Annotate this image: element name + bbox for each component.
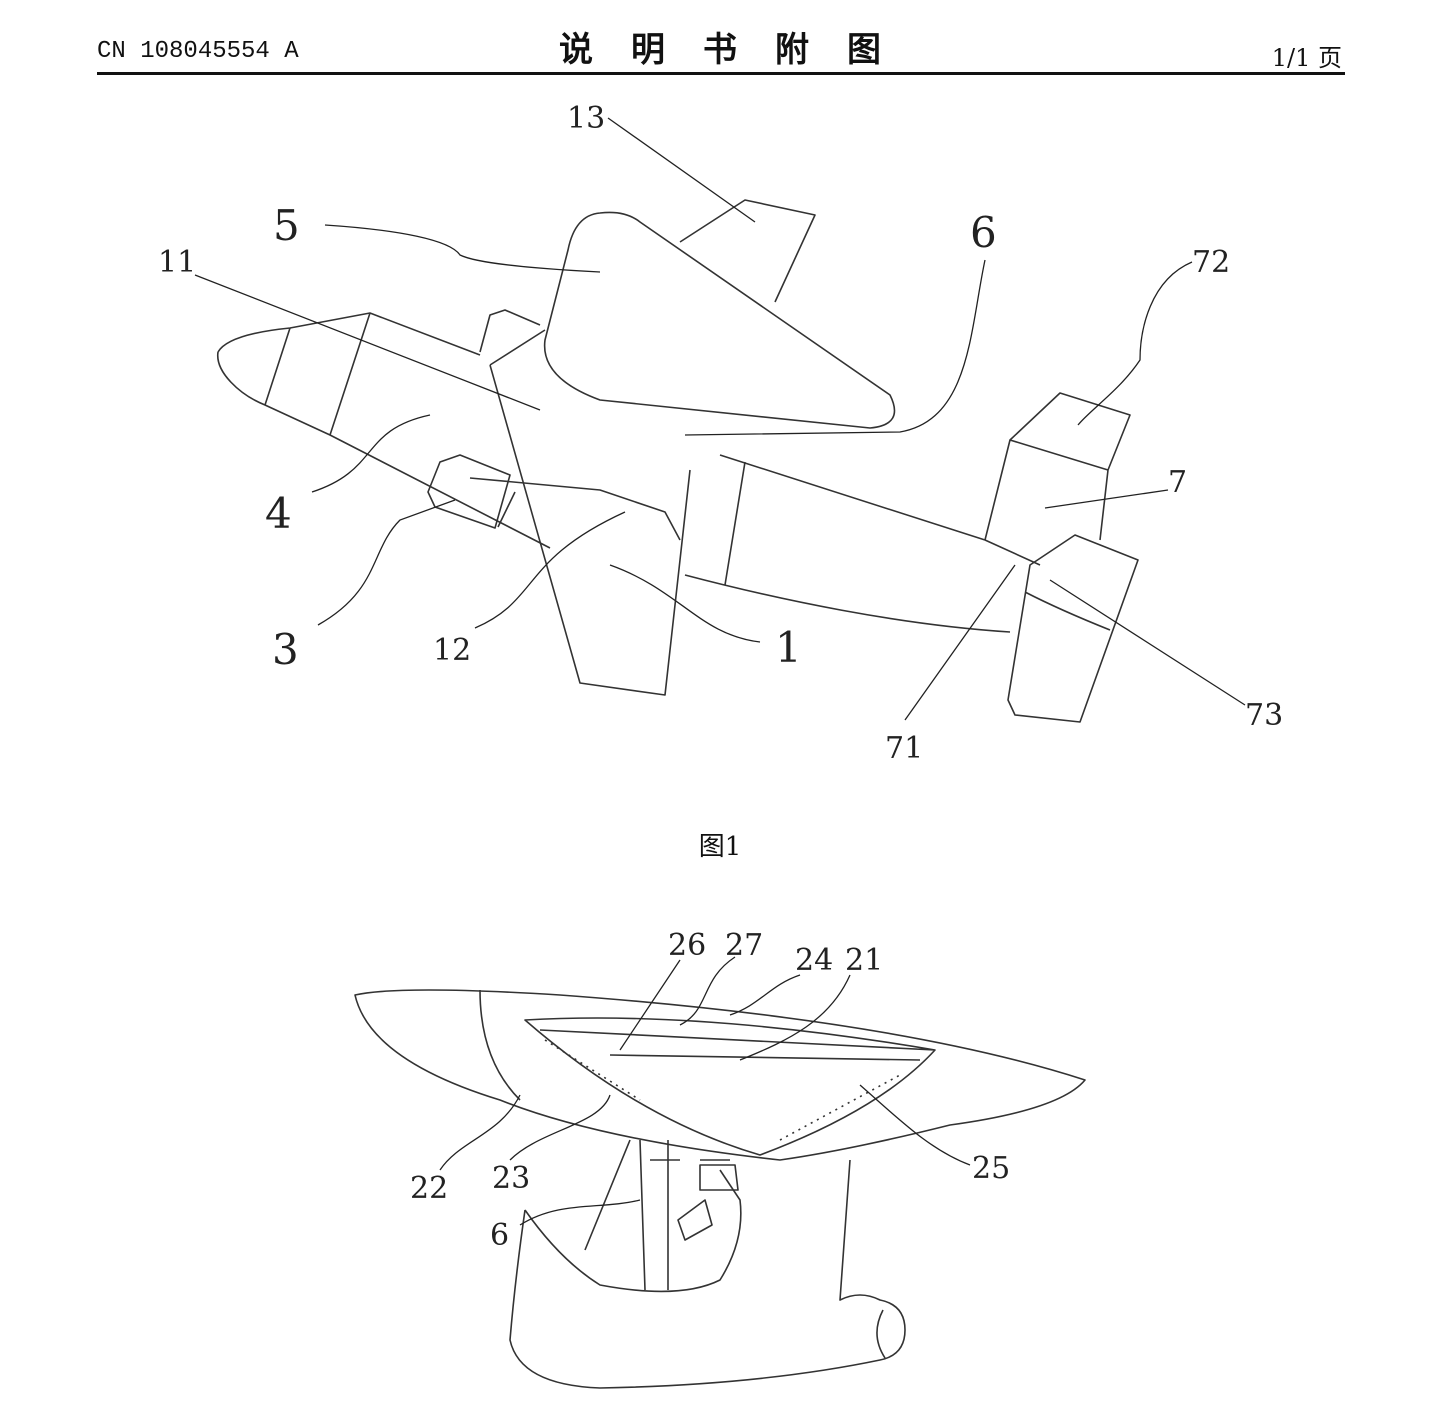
upper-wing bbox=[543, 211, 896, 429]
figure-2-leader-lines bbox=[439, 956, 971, 1226]
label-4: 4 bbox=[265, 489, 292, 538]
label-6: 6 bbox=[970, 208, 997, 257]
label-7: 7 bbox=[1168, 465, 1187, 500]
header-rule bbox=[97, 72, 1345, 75]
label-25: 25 bbox=[972, 1151, 1010, 1186]
main-wing bbox=[489, 329, 691, 696]
page-title: 说明书附图 bbox=[559, 30, 919, 70]
label-3: 3 bbox=[272, 625, 299, 674]
label-11: 11 bbox=[158, 245, 196, 280]
figure-2-drawing: 26 27 24 21 22 23 25 6 bbox=[354, 928, 1086, 1389]
label-27: 27 bbox=[725, 928, 763, 963]
leader-lines bbox=[194, 117, 1246, 721]
label-23: 23 bbox=[492, 1161, 530, 1196]
label-1: 1 bbox=[775, 623, 802, 672]
figure-1-labels: 13 5 11 6 72 4 7 3 12 1 73 71 bbox=[158, 101, 1283, 766]
label-13: 13 bbox=[567, 101, 605, 136]
hatched-ribs bbox=[544, 1039, 901, 1141]
figure-2-labels: 26 27 24 21 22 23 25 6 bbox=[410, 928, 1010, 1253]
pylon bbox=[639, 1139, 739, 1291]
label-26: 26 bbox=[668, 928, 706, 963]
label-12: 12 bbox=[433, 633, 471, 668]
vertical-fin bbox=[679, 199, 816, 303]
figure-1-drawing: 13 5 11 6 72 4 7 3 12 1 73 71 bbox=[158, 101, 1283, 766]
engine-pod bbox=[427, 454, 681, 541]
label-24: 24 bbox=[795, 943, 833, 978]
publication-number: CN 108045554 A bbox=[97, 38, 299, 65]
label-22: 22 bbox=[410, 1171, 448, 1206]
fuselage bbox=[217, 312, 1011, 633]
wing-section bbox=[354, 989, 1086, 1161]
fin-stub bbox=[479, 309, 541, 353]
engine-nacelle bbox=[509, 1139, 906, 1389]
wing-spar-line bbox=[479, 989, 521, 1101]
label-72: 72 bbox=[1192, 245, 1230, 280]
label-73: 73 bbox=[1245, 698, 1283, 733]
label-21: 21 bbox=[845, 943, 883, 978]
tail-body bbox=[984, 392, 1131, 541]
figure-1-caption: 图1 bbox=[698, 832, 742, 862]
tail-lower bbox=[984, 534, 1139, 723]
nose-cone-lines bbox=[264, 312, 371, 436]
label-71: 71 bbox=[885, 731, 923, 766]
wing-root bbox=[724, 461, 746, 586]
cutaway-opening bbox=[524, 1017, 936, 1156]
label-5: 5 bbox=[273, 201, 300, 250]
page-number: 1/1 页 bbox=[1271, 44, 1342, 72]
label-6-fig2: 6 bbox=[490, 1218, 509, 1253]
